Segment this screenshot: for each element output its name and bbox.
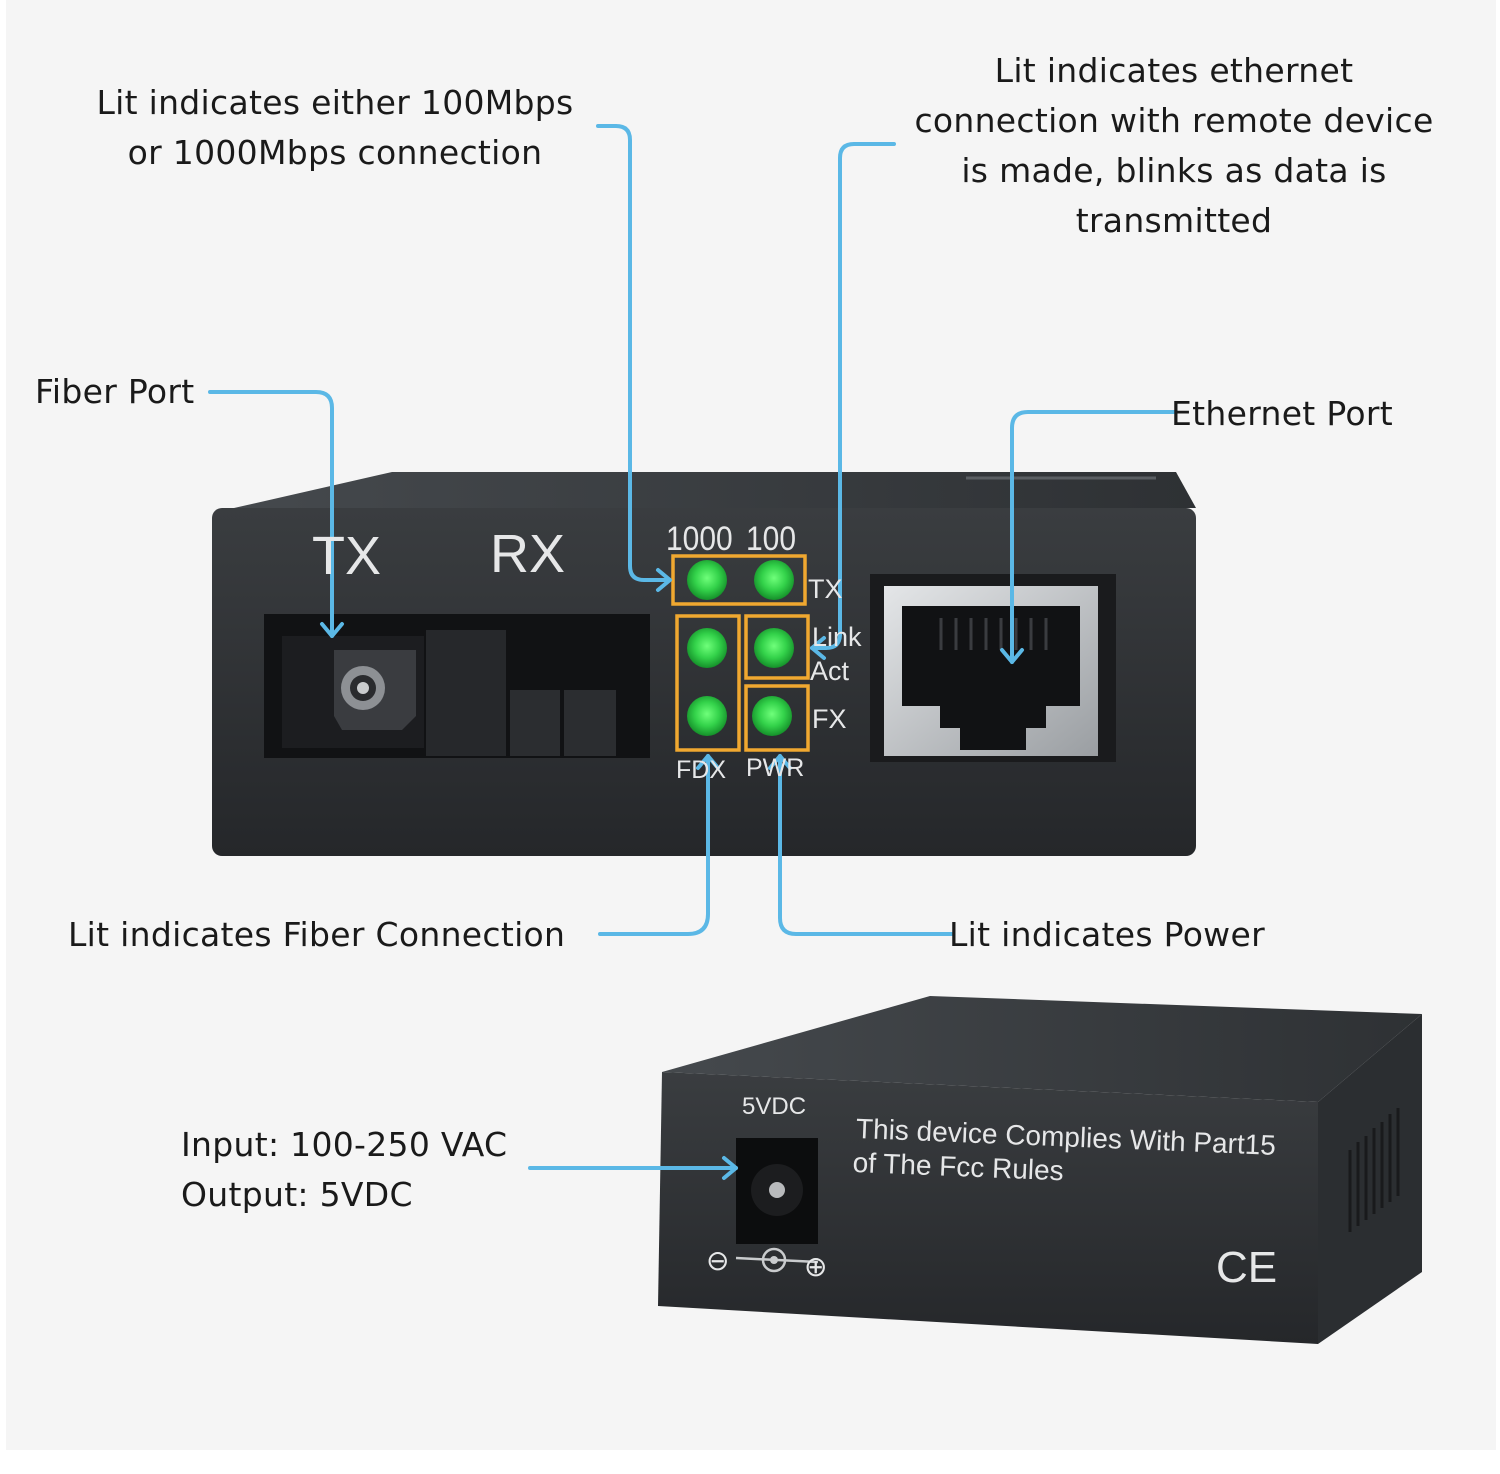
speed-callout: Lit indicates either 100Mbps or 1000Mbps… xyxy=(70,78,600,178)
front-device-top xyxy=(234,472,1196,508)
link-callout-line-1: Lit indicates ethernet xyxy=(994,51,1354,90)
device-illustration: TX RX 1000 100 TX Link Act FX FDX PWR 5V… xyxy=(208,124,1422,1344)
led-pwr xyxy=(752,696,792,736)
back-panel xyxy=(658,1072,1318,1344)
fiber-tx-label: TX xyxy=(312,526,381,586)
led-group xyxy=(687,560,794,736)
led-highlight-boxes xyxy=(671,554,810,752)
fiber-port-callout: Fiber Port xyxy=(35,372,195,411)
back-device-side xyxy=(1318,1014,1422,1344)
io-callout-output: Output: 5VDC xyxy=(181,1175,413,1214)
link-callout-line-3: is made, blinks as data is xyxy=(961,151,1387,190)
fiber-rx-label: RX xyxy=(490,524,565,584)
callout-lines xyxy=(208,124,1178,1180)
fiber-connection-callout: Lit indicates Fiber Connection xyxy=(68,915,566,954)
led-link-act xyxy=(754,628,794,668)
polarity-plus-icon: ⊕ xyxy=(804,1251,827,1282)
speed-leader-line xyxy=(596,124,670,582)
speed-callout-line-2: or 1000Mbps connection xyxy=(127,133,543,172)
ethernet-port-leader-line xyxy=(1010,410,1178,664)
io-callout: Input: 100-250 VAC Output: 5VDC xyxy=(181,1120,507,1220)
link-callout-line-2: connection with remote device xyxy=(914,101,1434,140)
back-device xyxy=(658,996,1422,1344)
link-callout: Lit indicates ethernet connection with r… xyxy=(894,46,1454,246)
led-1000 xyxy=(687,560,727,600)
led-100 xyxy=(754,560,794,600)
power-callout: Lit indicates Power xyxy=(949,915,1265,954)
led-pwr-label: PWR xyxy=(746,754,804,782)
led-1000-label: 1000 xyxy=(666,519,733,557)
led-fdx-upper xyxy=(687,628,727,668)
led-fdx-label: FDX xyxy=(676,756,726,784)
led-fdx xyxy=(687,696,727,736)
fiber-port xyxy=(264,614,650,758)
led-act-label: Act xyxy=(810,656,850,686)
led-fx-label: FX xyxy=(812,704,847,734)
fiber-connection-leader-line xyxy=(598,754,710,936)
fiber-port-leader-line xyxy=(208,390,334,638)
front-device xyxy=(212,472,1196,856)
ce-mark: CE xyxy=(1216,1243,1277,1292)
speed-callout-line-1: Lit indicates either 100Mbps xyxy=(96,83,574,122)
io-callout-input: Input: 100-250 VAC xyxy=(181,1125,508,1164)
dc-voltage-label: 5VDC xyxy=(742,1093,806,1120)
link-leader-line xyxy=(810,142,896,650)
led-100-label: 100 xyxy=(746,519,796,557)
link-callout-line-4: transmitted xyxy=(1075,201,1273,240)
polarity-minus-icon: ⊖ xyxy=(706,1245,729,1276)
ethernet-port-callout: Ethernet Port xyxy=(1171,394,1393,433)
led-link-label: Link xyxy=(812,622,862,652)
led-tx-label: TX xyxy=(808,574,843,604)
ethernet-port-socket xyxy=(870,574,1116,762)
diagram-canvas: TX RX 1000 100 TX Link Act FX FDX PWR 5V… xyxy=(6,0,1496,1450)
back-device-top xyxy=(662,996,1422,1102)
power-leader-line xyxy=(778,754,954,936)
